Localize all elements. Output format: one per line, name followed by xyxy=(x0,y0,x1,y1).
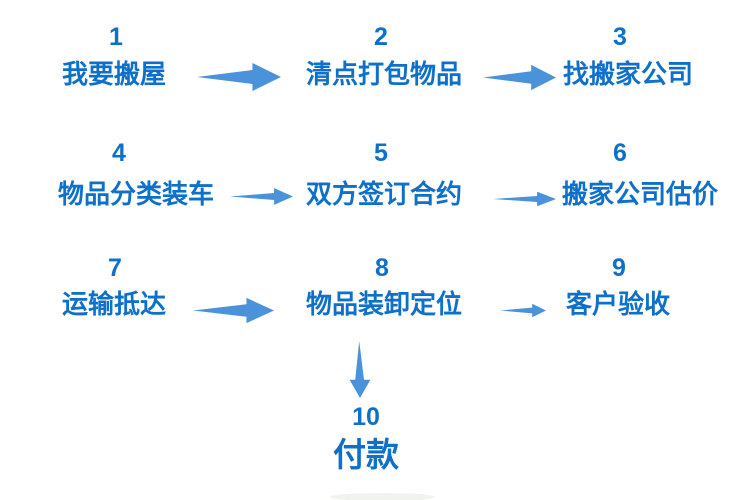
step-9-label: 客户验收 xyxy=(565,289,670,319)
step-10-label: 付款 xyxy=(333,436,399,473)
arrow-step2-to-step3-icon xyxy=(483,64,556,91)
step-5-number: 5 xyxy=(374,139,388,167)
arrow-step7-to-step8-icon xyxy=(193,297,274,324)
bottom-cropped-artifact xyxy=(330,493,435,500)
step-8-number: 8 xyxy=(375,254,389,282)
arrow-step4-to-step5-icon xyxy=(230,188,293,205)
step-7-number: 7 xyxy=(108,254,122,282)
step-1-number: 1 xyxy=(109,23,123,51)
step-4-number: 4 xyxy=(112,139,126,167)
step-6-label: 搬家公司估价 xyxy=(561,179,718,209)
arrow-step8-to-step10-icon xyxy=(349,341,371,398)
step-2-label: 清点打包物品 xyxy=(305,59,462,89)
step-7-label: 运输抵达 xyxy=(61,289,166,319)
step-10-number: 10 xyxy=(352,403,380,431)
step-3-number: 3 xyxy=(613,23,627,51)
step-9-number: 9 xyxy=(612,254,626,282)
step-8-label: 物品装卸定位 xyxy=(305,289,462,319)
arrow-step8-to-step9-icon xyxy=(500,303,546,318)
step-2-number: 2 xyxy=(374,23,388,51)
step-6-number: 6 xyxy=(613,139,627,167)
step-5-label: 双方签订合约 xyxy=(305,179,462,209)
step-4-label: 物品分类装车 xyxy=(57,179,214,209)
step-3-label: 找搬家公司 xyxy=(562,59,693,89)
arrow-step1-to-step2-icon xyxy=(197,63,281,91)
arrow-step5-to-step6-icon xyxy=(493,191,556,207)
step-1-label: 我要搬屋 xyxy=(61,59,166,89)
